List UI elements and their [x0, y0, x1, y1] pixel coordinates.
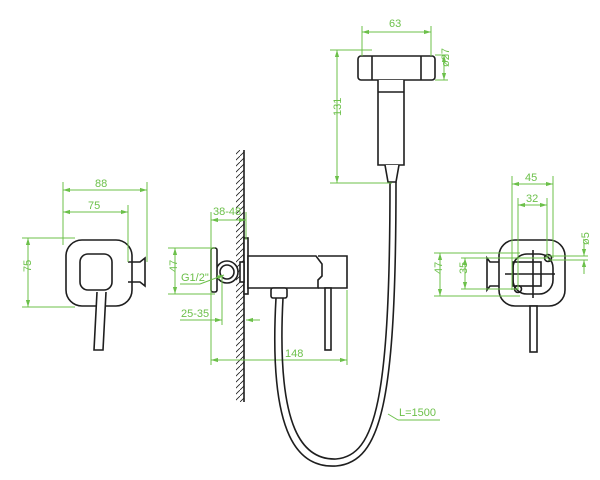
side-view: 38-48 47 G1/2" 25-35 148	[168, 150, 348, 402]
shower-width-label: 63	[389, 18, 401, 30]
rear-view: 45 32 ø5 47 35	[433, 172, 592, 353]
flange-height-label: 47	[168, 260, 180, 272]
rear-height-outer-label: 47	[433, 262, 445, 274]
front-inner-width-label: 75	[88, 200, 100, 212]
front-view: 88 75 75	[22, 178, 148, 351]
hose-connector	[270, 287, 288, 299]
shower-diameter-label: ø27	[440, 48, 452, 67]
front-inner-plate	[79, 253, 113, 291]
front-outer-width-label: 88	[95, 178, 107, 190]
shower-head-body	[357, 55, 436, 81]
rear-handle	[529, 305, 538, 353]
hose: L=1500	[274, 181, 440, 467]
inlet-flange	[210, 247, 218, 293]
hole-diameter-label: ø5	[580, 232, 592, 245]
rear-width-inner-label: 32	[526, 193, 538, 205]
hose-length-label: L=1500	[399, 407, 436, 419]
shower-height-label: 131	[332, 98, 344, 116]
front-handle	[93, 291, 107, 351]
depth-range-label: 38-48	[213, 206, 241, 218]
valve-cap	[318, 255, 348, 289]
valve-body	[247, 255, 323, 289]
thread-label: G1/2"	[181, 272, 209, 284]
shower-head: 63 ø27 131	[330, 18, 452, 184]
rear-width-outer-label: 45	[525, 172, 537, 184]
rear-knob	[486, 255, 499, 293]
side-handle	[324, 287, 332, 351]
front-height-label: 75	[22, 260, 34, 272]
front-knob	[128, 256, 146, 288]
rear-height-inner-label: 35	[458, 262, 470, 274]
length-label: 148	[285, 348, 303, 360]
wall-range-label: 25-35	[181, 308, 209, 320]
